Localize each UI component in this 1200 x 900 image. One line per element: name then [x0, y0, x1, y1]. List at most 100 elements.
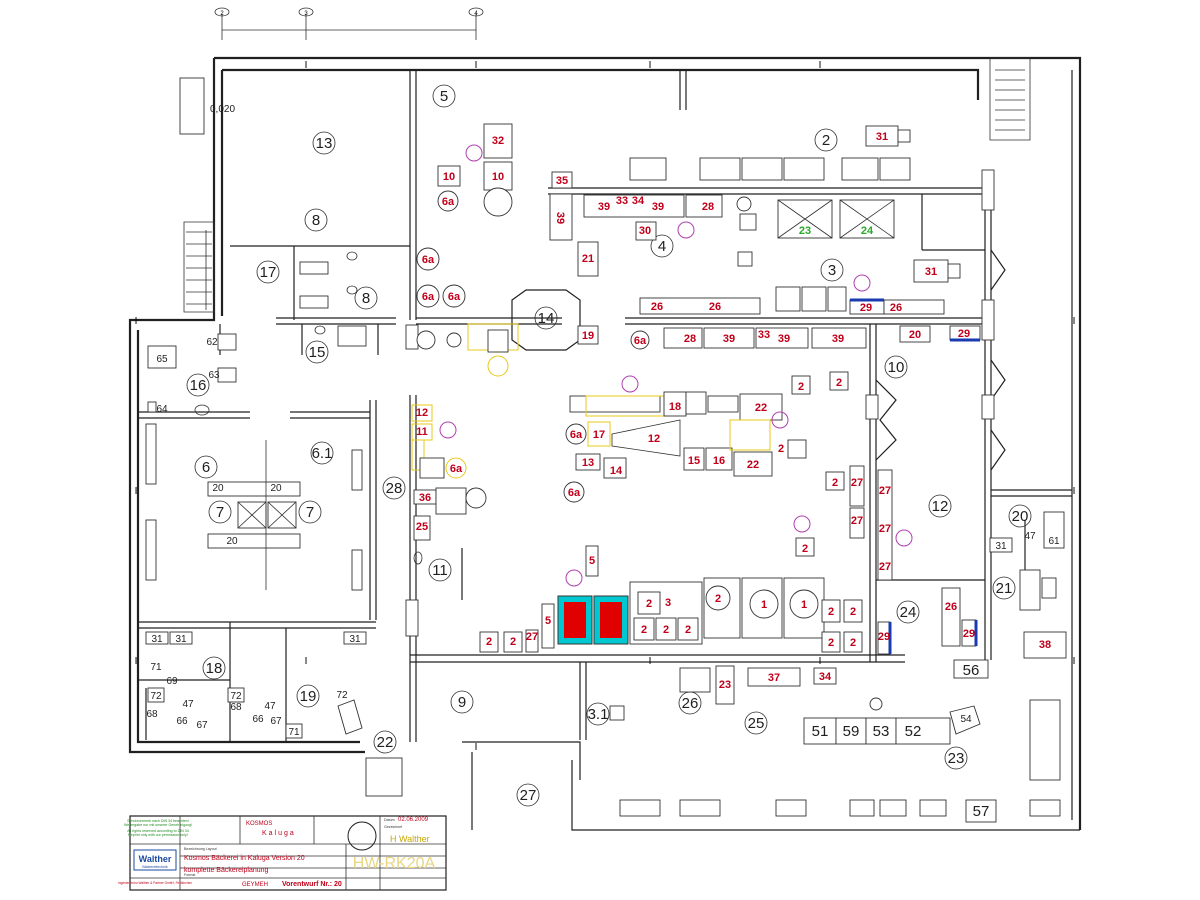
label-53: 53	[873, 723, 890, 740]
label-2-14: 2	[850, 637, 856, 649]
label-20-3: 20	[226, 536, 238, 547]
label-66-1: 66	[176, 716, 188, 727]
label-33: 33	[616, 195, 628, 207]
label-16: 16	[713, 455, 725, 467]
label-2-16: 2	[510, 636, 516, 648]
label-39-2: 39	[598, 201, 610, 213]
label-24: 24	[861, 225, 874, 237]
room-10: 10	[888, 359, 905, 376]
label-29-4: 29	[963, 628, 975, 640]
label-39-4: 39	[723, 333, 735, 345]
company-logo-text: Walther	[139, 854, 172, 864]
svg-text:I: I	[135, 486, 138, 497]
label-61: 61	[1048, 536, 1060, 547]
label-27-4: 27	[879, 523, 891, 535]
label-26-4: 26	[945, 601, 957, 613]
label-38: 38	[1039, 639, 1051, 651]
room-24: 24	[900, 604, 917, 621]
label-59: 59	[843, 723, 860, 740]
room-3: 3	[828, 262, 836, 279]
label-66-2: 66	[252, 714, 264, 725]
room-13: 13	[316, 135, 333, 152]
label-25: 25	[416, 521, 428, 533]
label-68-1: 68	[146, 709, 158, 720]
date-label: Datum	[384, 818, 395, 822]
room-8b: 8	[362, 290, 370, 307]
svg-text:I: I	[475, 742, 478, 753]
label-23b: 23	[719, 679, 731, 691]
equipment-left-production: 12 11 6a 6a 36 25	[411, 404, 487, 565]
label-39-5: 39	[778, 333, 790, 345]
label-1-1: 1	[761, 599, 767, 611]
drawing-number: HW-RK20A	[353, 855, 436, 872]
label-2-5: 2	[802, 543, 808, 555]
equipment-top: 32 10 10 6a 6a 6a 6a 35 39 39 33 34 39 2…	[416, 123, 961, 312]
svg-text:I: I	[1073, 316, 1076, 327]
room-2: 2	[822, 132, 830, 149]
label-35: 35	[556, 175, 568, 187]
label-31-row-2: 31	[175, 634, 187, 645]
label-29-1: 29	[860, 302, 872, 314]
equipment-row-mid: 21 19 26 26 29 26 29 20 28 39 33 39 39 6…	[416, 241, 981, 377]
label-54: 54	[960, 714, 972, 725]
room-18: 18	[206, 660, 223, 677]
room-17: 17	[260, 264, 277, 281]
label-63: 63	[208, 370, 220, 381]
label-34: 34	[632, 195, 645, 207]
draft-label: Vorentwurf Nr.: 20	[282, 881, 342, 888]
label-27-2: 27	[851, 515, 863, 527]
equipment-ovens: 5 5 2 3 2 2 2 2 1 1 2 2 2 2 2	[479, 545, 892, 655]
label-3-oven: 3	[665, 597, 671, 609]
label-26-2: 26	[709, 301, 721, 313]
room-26: 26	[682, 695, 699, 712]
project-label: Bezeichnung Layout	[184, 847, 217, 851]
label-69: 69	[166, 676, 178, 687]
svg-text:I: I	[305, 656, 308, 667]
label-67-2: 67	[270, 716, 282, 727]
svg-text:I: I	[819, 60, 822, 71]
label-33b: 33	[758, 329, 770, 341]
label-39-3: 39	[652, 201, 664, 213]
label-52: 52	[905, 723, 922, 740]
copyright-line-4: Reprint only with our permission only!	[128, 833, 188, 837]
client-city: Kaluga	[262, 830, 296, 837]
svg-text:I: I	[1073, 486, 1076, 497]
label-2-8: 2	[663, 624, 669, 636]
label-31-row-3: 31	[349, 634, 361, 645]
svg-text:I: I	[649, 656, 652, 667]
label-2-13: 2	[828, 637, 834, 649]
label-22-2: 22	[747, 459, 759, 471]
label-20-2: 20	[270, 483, 282, 494]
label-20-1: 20	[212, 483, 224, 494]
label-47-2: 47	[182, 699, 194, 710]
label-23: 23	[799, 225, 811, 237]
label-10a: 10	[443, 171, 455, 183]
label-47-1: 47	[1024, 531, 1036, 542]
label-2-6: 2	[646, 598, 652, 610]
svg-text:I: I	[135, 316, 138, 327]
svg-text:I: I	[135, 656, 138, 667]
label-12-left: 12	[416, 407, 428, 419]
label-28-1: 28	[702, 201, 714, 213]
drawn-by: H Walther	[390, 834, 430, 844]
label-6a-5: 6a	[634, 335, 647, 347]
label-34b: 34	[819, 671, 832, 683]
room-7b: 7	[306, 504, 314, 521]
label-26-1: 26	[651, 301, 663, 313]
svg-text:I: I	[819, 656, 822, 667]
label-30: 30	[639, 225, 651, 237]
room-16: 16	[190, 377, 207, 394]
room-22: 22	[377, 734, 394, 751]
label-2-12: 2	[850, 606, 856, 618]
label-12: 12	[648, 433, 660, 445]
label-72-1: 72	[150, 691, 162, 702]
label-29-3: 29	[878, 631, 890, 643]
grid-markers: I I I I I I I I I I I I I I	[135, 60, 1076, 753]
svg-text:I: I	[305, 60, 308, 71]
room-15: 15	[309, 344, 326, 361]
client-label: KOSMOS	[246, 821, 272, 827]
drawn-label: Gezeichnet	[384, 825, 402, 829]
label-1-2: 1	[801, 599, 807, 611]
svg-text:I: I	[1073, 656, 1076, 667]
